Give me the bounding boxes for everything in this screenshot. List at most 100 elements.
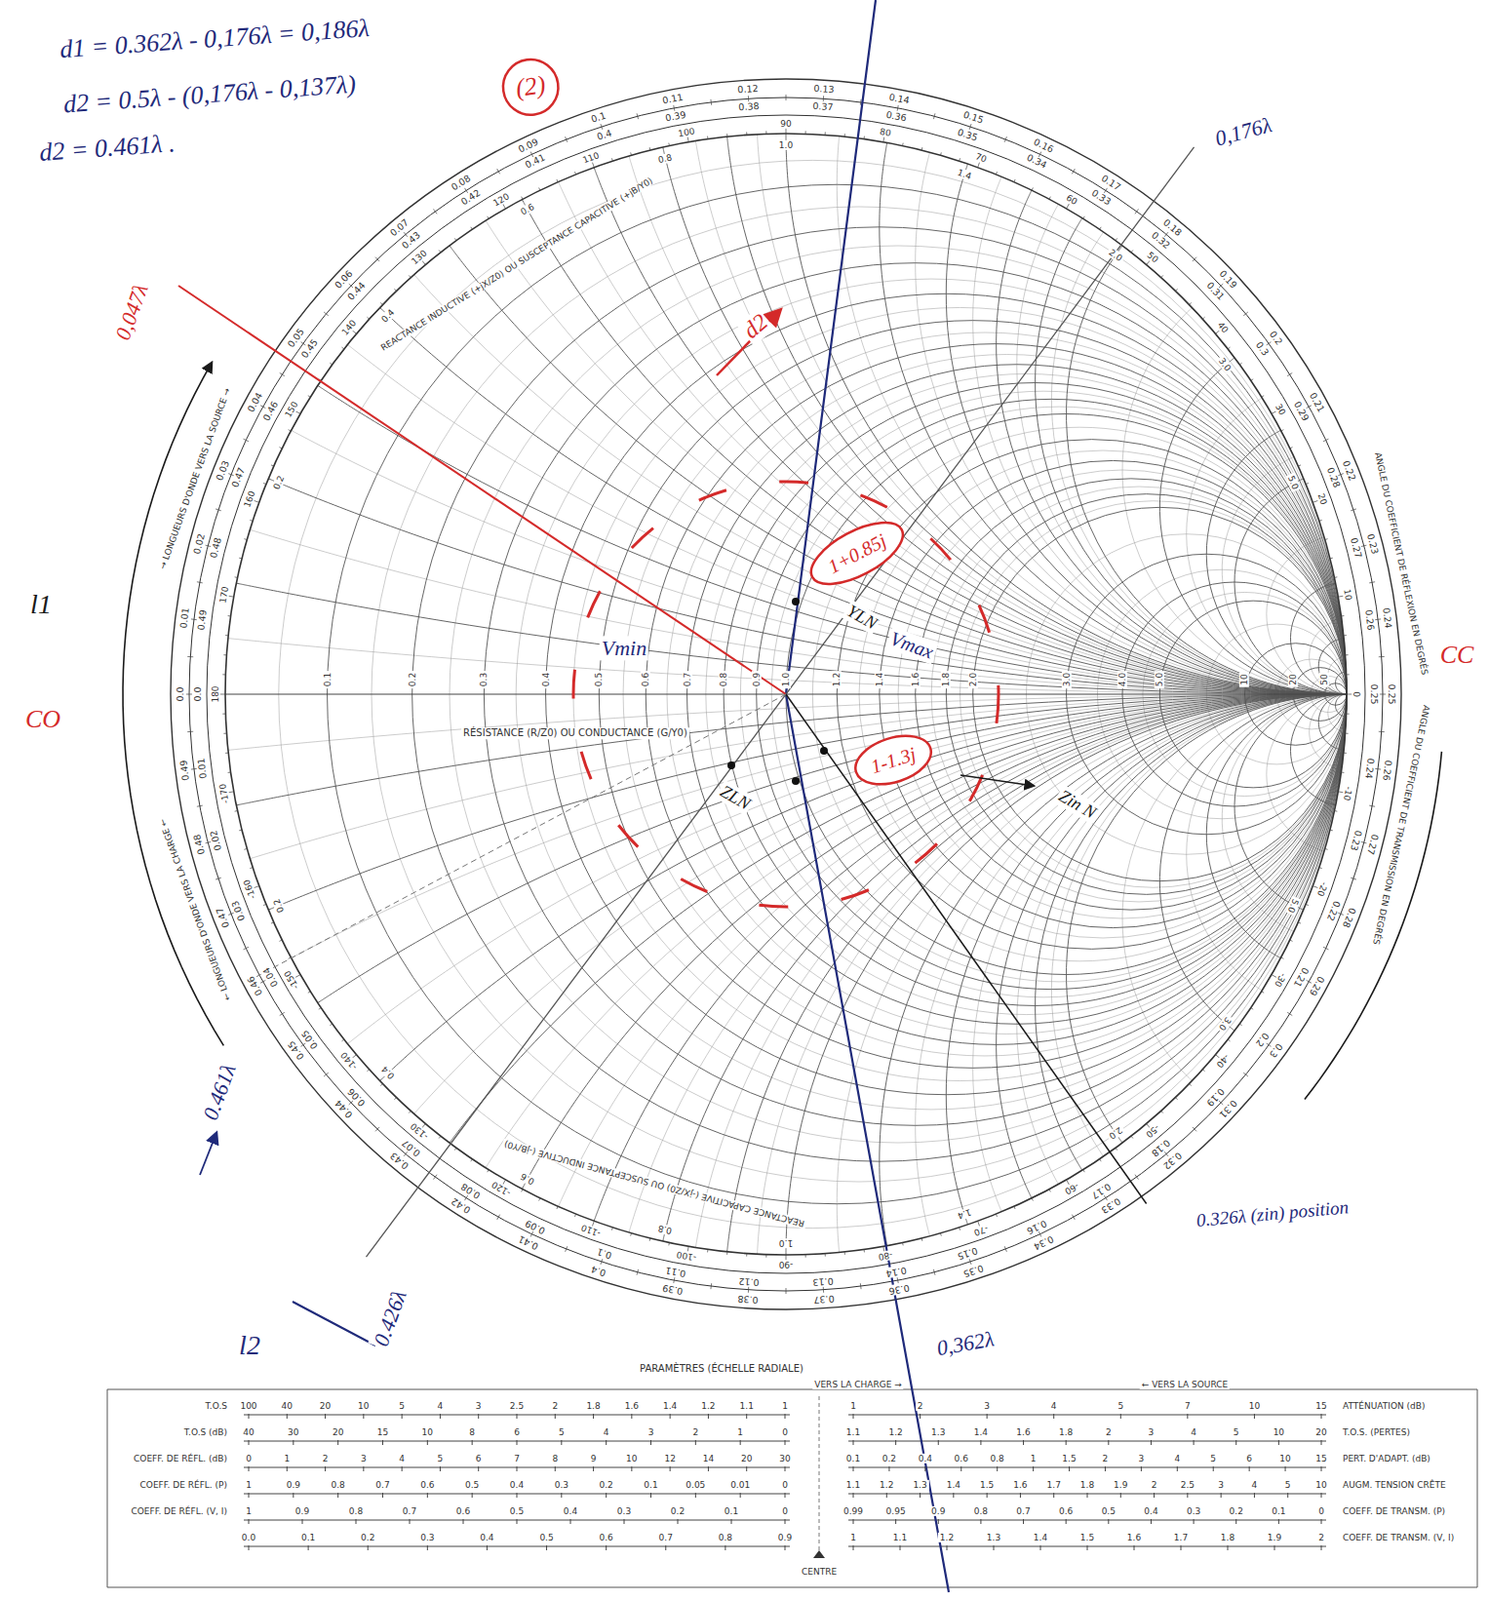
wavelength-toward-load: 0.4 (593, 126, 616, 143)
open-circuit-mark: CO (23, 705, 63, 735)
reactance-arc (996, 190, 1347, 695)
wavelength-toward-source: 0.03 (213, 458, 233, 485)
scale-tick (919, 1492, 921, 1498)
angle-tick (921, 1238, 924, 1242)
scale-tick (248, 1492, 250, 1498)
scale-tick (707, 1466, 709, 1472)
angle-number: 170 (217, 584, 232, 607)
wavelength-tick (1038, 152, 1042, 157)
wavelength-toward-source: 0.23 (1364, 530, 1381, 557)
angle-number: -40 (1213, 1051, 1233, 1072)
angle-tick (1325, 848, 1329, 851)
point-label: Vmax (885, 626, 939, 666)
scale-value: 2 (915, 1401, 926, 1411)
scale-value: 4 (396, 1453, 407, 1464)
scale-tick (886, 1492, 888, 1498)
angle-tick (765, 1254, 767, 1258)
scale-name: COEFF. DE TRANSM. (V, I) (1340, 1532, 1456, 1543)
scale-name: COEFF. DE RÉFL. (dB) (131, 1453, 230, 1464)
scale-value: 1.4 (661, 1401, 679, 1411)
angle-tick (1325, 538, 1329, 541)
scale-ring (206, 115, 1366, 1274)
wavelength-tick (969, 123, 972, 130)
reactance-arc (785, 133, 1347, 695)
scale-value: 0.7 (400, 1506, 419, 1517)
wavelength-toward-load: 0.1 (593, 1245, 616, 1261)
scale-value: 0.3 (1184, 1506, 1203, 1517)
scale-value: 10 (1313, 1480, 1329, 1490)
angle-tick (539, 1198, 541, 1202)
wavelength-tick (565, 1246, 568, 1253)
scale-tick (248, 1519, 250, 1525)
handwritten-note: d1 = 0.362λ - 0,176λ = 0,186λ (56, 13, 372, 65)
scale-tick (1227, 1545, 1229, 1551)
reactance-arc (727, 694, 1347, 1253)
wavelength-tick (191, 618, 197, 621)
angle-tick (228, 615, 232, 617)
resistance-value: 0.3 (478, 670, 489, 689)
scale-tick (592, 1413, 594, 1419)
reactance-arc (727, 136, 1347, 695)
scale-value: 0.6 (952, 1453, 971, 1464)
scale-value: 1.2 (699, 1401, 717, 1411)
scale-value: 5 (435, 1453, 446, 1464)
resistance-value: 1.0 (781, 670, 791, 689)
reactance-arc (663, 694, 1347, 1242)
scale-value: 1 (243, 1480, 254, 1490)
wavelength-toward-load: 0.33 (1088, 187, 1115, 210)
scale-tick (248, 1545, 250, 1551)
scale-tick (1120, 1413, 1122, 1419)
distance-label: d2 (736, 307, 775, 346)
scale-value: 5 (1115, 1401, 1126, 1411)
wavelength-mark: 0,362λ (933, 1326, 998, 1362)
reactance-value: 0.8 (655, 1222, 675, 1237)
angle-tick (745, 1253, 747, 1257)
wavelength-toward-source: 0.17 (1097, 171, 1124, 195)
wavelength-tick (1004, 1246, 1007, 1253)
wavelength-tick (433, 208, 438, 214)
scale-tick (630, 1413, 632, 1419)
scale-value: 3 (473, 1401, 484, 1411)
scale-tick (1153, 1492, 1155, 1498)
scale-tick (605, 1545, 607, 1551)
wavelength-tick (565, 136, 568, 143)
wavelength-tick (323, 312, 329, 316)
angle-tick (1227, 347, 1230, 350)
angle-tick (1261, 395, 1265, 398)
scale-value: 9 (588, 1453, 599, 1464)
scale-tick (853, 1545, 855, 1551)
angle-tick (726, 133, 728, 137)
scale-tick (938, 1519, 940, 1525)
scale-value: 0.4 (561, 1506, 580, 1517)
reactance-arc (1017, 203, 1347, 695)
angle-tick (1175, 288, 1177, 291)
angle-tick (1346, 673, 1350, 675)
wavelength-toward-load: 0.27 (1347, 534, 1365, 561)
smith-grid (170, 78, 1402, 1310)
scale-tick (624, 1519, 626, 1525)
scale-tick (740, 1440, 742, 1446)
scale-value: 0.9 (929, 1506, 947, 1517)
wavelength-tick (260, 979, 266, 983)
scale-tick (993, 1545, 995, 1551)
scale-value: 20 (739, 1453, 754, 1464)
angle-number: -90 (777, 1259, 796, 1270)
scale-tick (695, 1492, 697, 1498)
wavelength-toward-load: 0.04 (260, 964, 282, 991)
resistance-value: 0.7 (681, 670, 692, 689)
scale-value: 2 (1316, 1532, 1327, 1543)
angle-tick (1189, 302, 1192, 305)
scale-tick (1220, 1492, 1222, 1498)
angle-tick (263, 903, 267, 905)
scale-tick (516, 1492, 518, 1498)
angle-number: -50 (1142, 1121, 1164, 1141)
scale-value: 1.4 (944, 1480, 963, 1490)
scale-tick (546, 1545, 548, 1551)
ellipse-shape (499, 55, 562, 118)
scale-tick (1235, 1519, 1237, 1525)
scale-value: 1.5 (1059, 1453, 1078, 1464)
axis-title: RÉSISTANCE (R/Z0) OU CONDUCTANCE (G/Y0) (461, 727, 690, 740)
scale-value: 0.99 (841, 1506, 865, 1517)
reactance-arc (973, 176, 1347, 695)
wavelength-mark: 0.426λ (367, 1285, 412, 1352)
